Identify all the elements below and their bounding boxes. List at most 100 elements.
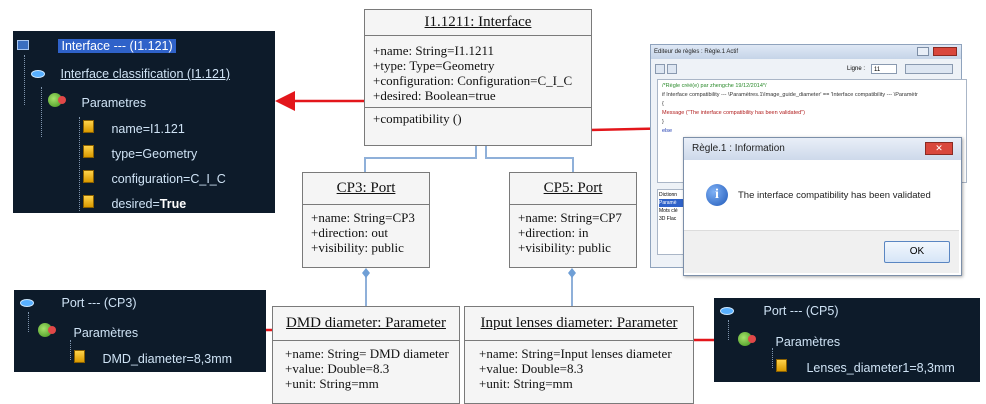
- attr-visibility: +visibility: public: [518, 240, 611, 255]
- tree-root-port-cp3[interactable]: Port --- (CP3): [20, 296, 136, 310]
- dialog-message: The interface compatibility has been val…: [738, 190, 931, 201]
- tree-cp5-root-label: Port --- (CP5): [763, 304, 839, 318]
- uml-lenses-parameter-box: Input lenses diameter: Parameter +name: …: [464, 306, 694, 404]
- param-configuration-label: configuration=C_I_C: [111, 172, 226, 186]
- attr-unit: +unit: String=mm: [285, 376, 379, 391]
- dictionary-item[interactable]: Mots clé: [659, 208, 678, 214]
- attr-name: +name: String=CP3: [311, 210, 415, 225]
- attr-direction: +direction: in: [518, 225, 589, 240]
- cp5-tree-panel: Port --- (CP5) Paramètres Lenses_diamete…: [714, 298, 980, 382]
- tree-param-configuration[interactable]: configuration=C_I_C: [83, 170, 226, 186]
- parameter-icon: [776, 359, 787, 372]
- uml-dmd-attributes: +name: String= DMD diameter +value: Doub…: [273, 341, 459, 395]
- dictionary-item[interactable]: 3D Flac: [659, 216, 677, 222]
- parameters-icon: [38, 323, 56, 337]
- tree-root-label: Interface --- (I1.121): [58, 39, 176, 53]
- dialog-titlebar: Règle.1 : Information ✕: [684, 138, 961, 160]
- dialog-footer: OK: [684, 230, 959, 273]
- dictionary-item[interactable]: Dictionn: [659, 192, 678, 198]
- uml-cp5-box: CP5: Port +name: String=CP7 +direction: …: [509, 172, 637, 268]
- code-line-comment: /*Règle créé(e) par zhengche 19/12/2014*…: [662, 83, 767, 89]
- attr-name: +name: String=Input lenses diameter: [479, 346, 672, 361]
- tree-node-parametres-cp3[interactable]: Paramètres: [38, 323, 138, 340]
- eye-icon: [20, 299, 34, 307]
- dictionary-panel: Dictionn Paramè Mots clé 3D Flac: [657, 189, 687, 255]
- uml-cp5-attributes: +name: String=CP7 +direction: in +visibi…: [510, 205, 636, 259]
- op-compatibility: +compatibility (): [373, 111, 462, 126]
- uml-interface-box: I1.1211: Interface +name: String=I1.1211…: [364, 9, 592, 146]
- ligne-label: Ligne :: [847, 66, 866, 72]
- eye-icon: [31, 70, 45, 78]
- code-line-else: else: [662, 128, 673, 134]
- uml-cp3-title: CP3: Port: [303, 173, 429, 205]
- tree-param-dmd-diameter[interactable]: DMD_diameter=8,3mm: [74, 350, 232, 366]
- tree-param-type[interactable]: type=Geometry: [83, 145, 197, 161]
- tree-cp3-root-label: Port --- (CP3): [61, 296, 137, 310]
- uml-dmd-title: DMD diameter: Parameter: [273, 307, 459, 341]
- tree-root-port-cp5[interactable]: Port --- (CP5): [720, 304, 838, 318]
- attr-value: +value: Double=8.3: [285, 361, 390, 376]
- param-type-label: type=Geometry: [111, 147, 198, 161]
- tree-param-lenses-diameter[interactable]: Lenses_diameter1=8,3mm: [776, 359, 955, 375]
- attr-configuration: +configuration: Configuration=C_I_C: [373, 73, 573, 88]
- uml-cp3-box: CP3: Port +name: String=CP3 +direction: …: [302, 172, 430, 268]
- uml-cp3-attributes: +name: String=CP3 +direction: out +visib…: [303, 205, 429, 259]
- attr-name: +name: String= DMD diameter: [285, 346, 449, 361]
- attr-name: +name: String=I1.1211: [373, 43, 495, 58]
- attr-type: +type: Type=Geometry: [373, 58, 495, 73]
- interface-tree-panel: Interface --- (I1.121) Interface classif…: [13, 31, 275, 213]
- toolbar-tools[interactable]: [905, 64, 953, 74]
- information-dialog: Règle.1 : Information ✕ i The interface …: [683, 137, 962, 276]
- attr-direction: +direction: out: [311, 225, 389, 240]
- toolbar-icon-2[interactable]: [667, 64, 677, 74]
- parameter-icon: [83, 195, 94, 208]
- param-desired-value: True: [159, 197, 187, 211]
- tree-classification-label: Interface classification (I1.121): [60, 67, 231, 81]
- uml-lenses-title: Input lenses diameter: Parameter: [465, 307, 693, 341]
- attr-visibility: +visibility: public: [311, 240, 404, 255]
- tree-param-name[interactable]: name=I1.121: [83, 120, 185, 136]
- dialog-title: Règle.1 : Information: [692, 143, 785, 154]
- composition-diamonds: [362, 268, 576, 278]
- rule-editor-title: Editeur de règles : Règle.1 Actif: [654, 49, 739, 55]
- code-line-close: }: [662, 119, 664, 125]
- dictionary-item[interactable]: Paramè: [659, 199, 685, 207]
- tree-param-desired[interactable]: desired=True: [83, 195, 186, 211]
- uml-association-lines: [364, 146, 574, 306]
- param-dmd-diameter-label: DMD_diameter=8,3mm: [102, 352, 233, 366]
- parameter-icon: [74, 350, 85, 363]
- product-icon: [17, 40, 29, 50]
- attr-name: +name: String=CP7: [518, 210, 622, 225]
- param-lenses-diameter-label: Lenses_diameter1=8,3mm: [806, 361, 955, 375]
- close-button[interactable]: [933, 47, 957, 56]
- parameter-icon: [83, 170, 94, 183]
- tree-parametres-label: Parametres: [81, 96, 147, 110]
- dialog-close-button[interactable]: ✕: [925, 142, 953, 155]
- toolbar-icon-1[interactable]: [655, 64, 665, 74]
- rule-editor-toolbar: Ligne : 11: [655, 62, 955, 78]
- dialog-body: i The interface compatibility has been v…: [684, 160, 959, 230]
- eye-icon: [720, 307, 734, 315]
- ok-button[interactable]: OK: [884, 241, 950, 263]
- tree-node-classification[interactable]: Interface classification (I1.121): [31, 67, 230, 81]
- parameter-icon: [83, 120, 94, 133]
- tree-cp3-parametres-label: Paramètres: [73, 326, 139, 340]
- tree-node-parametres[interactable]: Parametres: [48, 93, 146, 110]
- uml-dmd-parameter-box: DMD diameter: Parameter +name: String= D…: [272, 306, 460, 404]
- parameter-icon: [83, 145, 94, 158]
- attr-desired: +desired: Boolean=true: [373, 88, 496, 103]
- uml-interface-title: I1.1211: Interface: [365, 10, 591, 36]
- parameters-icon: [48, 93, 66, 107]
- attr-value: +value: Double=8.3: [479, 361, 584, 376]
- help-button[interactable]: [917, 47, 929, 56]
- rule-editor-titlebar: Editeur de règles : Règle.1 Actif: [651, 45, 961, 59]
- cp3-tree-panel: Port --- (CP3) Paramètres DMD_diameter=8…: [14, 290, 266, 372]
- tree-root-interface[interactable]: Interface --- (I1.121): [17, 39, 176, 53]
- code-line-open: {: [662, 101, 664, 107]
- parameters-icon: [738, 332, 756, 346]
- ligne-input[interactable]: 11: [871, 64, 897, 74]
- tree-node-parametres-cp5[interactable]: Paramètres: [738, 332, 840, 349]
- param-name-label: name=I1.121: [111, 122, 185, 136]
- code-line-message: Message ("The interface compatibility ha…: [662, 110, 806, 116]
- uml-interface-attributes: +name: String=I1.1211 +type: Type=Geomet…: [365, 36, 591, 107]
